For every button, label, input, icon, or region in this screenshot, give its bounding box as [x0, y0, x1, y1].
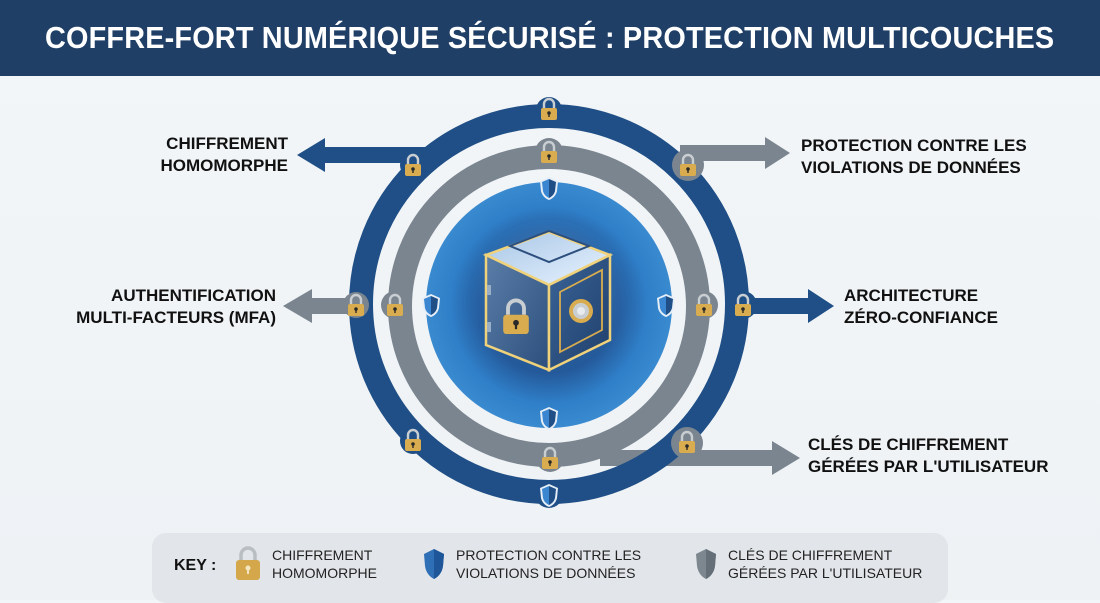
arrow-protection-violations: [680, 137, 790, 169]
gray-shield-icon: [696, 549, 716, 579]
legend-item-padlock: CHIFFREMENT HOMOMORPHE: [234, 546, 377, 582]
lock-outer-top: [536, 97, 562, 123]
lock-outer-left: [343, 292, 369, 318]
lock-gray-left: [381, 291, 409, 319]
page-title: COFFRE-FORT NUMÉRIQUE SÉCURISÉ : PROTECT…: [45, 20, 1055, 55]
label-zero-confiance: ARCHITECTURE ZÉRO-CONFIANCE: [844, 286, 998, 327]
lock-outer-right: [729, 291, 757, 319]
lock-gray-bottom: [536, 444, 564, 472]
label-chiffrement-homomorphe: CHIFFREMENT HOMOMORPHE: [160, 134, 289, 175]
lock-outer-topright: [672, 149, 704, 181]
lock-gray-top: [535, 138, 563, 166]
lock-outer-bottomright: [671, 427, 703, 459]
vault-icon: [482, 229, 614, 373]
label-cles-utilisateur: CLÉS DE CHIFFREMENT GÉRÉES PAR L'UTILISA…: [808, 435, 1049, 476]
header-banner: COFFRE-FORT NUMÉRIQUE SÉCURISÉ : PROTECT…: [0, 0, 1100, 76]
blue-shield-icon: [424, 549, 444, 579]
padlock-icon: [236, 546, 260, 580]
lock-outer-topleft: [400, 152, 426, 178]
label-mfa: AUTHENTIFICATION MULTI-FACTEURS (MFA): [76, 286, 276, 327]
legend-item-gray-shield: CLÉS DE CHIFFREMENT GÉRÉES PAR L'UTILISA…: [694, 546, 922, 582]
shield-outer-bottom: [535, 480, 563, 508]
lock-gray-right: [690, 291, 718, 319]
label-protection-violations: PROTECTION CONTRE LES VIOLATIONS DE DONN…: [801, 136, 1027, 177]
legend-key: KEY : CHIFFREMENT HOMOMORPHE PROTECTION …: [152, 533, 948, 603]
legend-title: KEY :: [174, 557, 217, 574]
arrow-zero-confiance: [740, 289, 834, 323]
legend-item-blue-shield: PROTECTION CONTRE LES VIOLATIONS DE DONN…: [422, 546, 641, 582]
lock-outer-bottomleft: [400, 428, 426, 454]
